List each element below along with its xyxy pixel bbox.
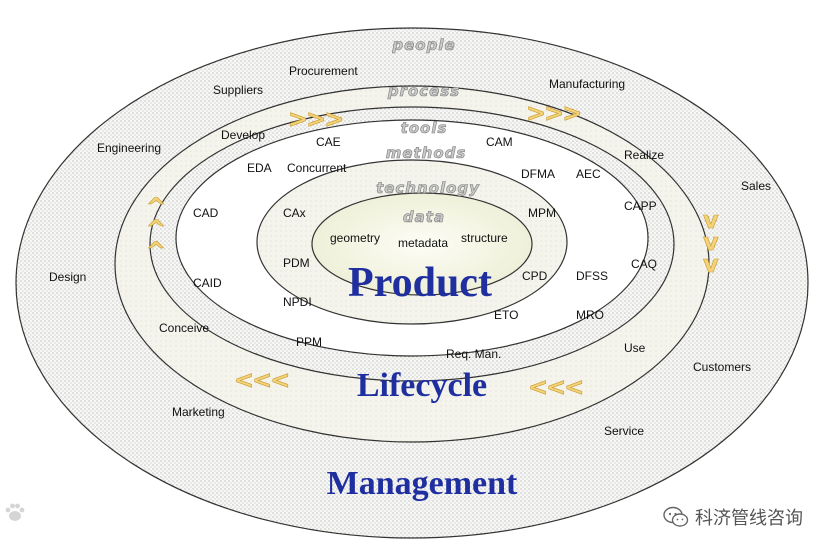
baidu-paw-icon xyxy=(5,503,25,521)
watermark: 科济管线咨询 xyxy=(663,504,803,530)
label-cam: CAM xyxy=(486,135,513,149)
label-caq: CAQ xyxy=(631,257,657,271)
layer-process: process xyxy=(387,82,460,100)
watermark-text: 科济管线咨询 xyxy=(695,508,803,529)
label-cpd: CPD xyxy=(522,269,548,283)
arrow-bottom-left: <<< xyxy=(234,366,288,394)
label-cad: CAD xyxy=(193,206,219,220)
layer-people: people xyxy=(391,36,455,54)
wechat-icon xyxy=(663,506,689,527)
label-dfss: DFSS xyxy=(576,269,608,283)
label-customers: Customers xyxy=(693,360,751,374)
layer-technology: technology xyxy=(376,179,480,197)
label-conceive: Conceive xyxy=(159,321,209,335)
label-metadata: metadata xyxy=(398,236,448,250)
label-cax: CAx xyxy=(283,206,306,220)
label-mpm: MPM xyxy=(528,206,556,220)
label-procurement: Procurement xyxy=(289,64,358,78)
label-ppm: PPM xyxy=(296,335,322,349)
label-engineering: Engineering xyxy=(97,141,161,155)
label-use: Use xyxy=(624,341,646,355)
ring-data xyxy=(311,192,533,296)
layer-tools: tools xyxy=(401,119,448,137)
arrow-left-2: ^ xyxy=(146,215,164,243)
label-eto: ETO xyxy=(494,308,518,322)
arrow-left-1: ^ xyxy=(146,193,164,221)
label-req-man: Req. Man. xyxy=(446,347,501,361)
label-mro: MRO xyxy=(576,308,604,322)
label-eda: EDA xyxy=(247,161,272,175)
label-capp: CAPP xyxy=(624,199,657,213)
arrow-top-left: >>> xyxy=(288,105,342,133)
layer-data: data xyxy=(403,208,445,226)
layer-methods: methods xyxy=(386,144,467,162)
arrow-top-right: >>> xyxy=(526,99,580,127)
label-service: Service xyxy=(604,424,644,438)
title-management: Management xyxy=(327,465,518,502)
label-cae: CAE xyxy=(316,135,341,149)
label-suppliers: Suppliers xyxy=(213,83,263,97)
label-marketing: Marketing xyxy=(172,405,225,419)
label-design: Design xyxy=(49,270,86,284)
arrow-left: ^ ^ ^ xyxy=(146,193,170,265)
label-concurrent: Concurrent xyxy=(287,161,347,175)
label-realize: Realize xyxy=(624,148,664,162)
label-aec: AEC xyxy=(576,167,601,181)
arrow-left-3: ^ xyxy=(146,237,164,265)
label-develop: Develop xyxy=(221,128,265,142)
arrow-right-3: v xyxy=(703,250,719,278)
label-geometry: geometry xyxy=(330,231,380,245)
label-pdm: PDM xyxy=(283,256,310,270)
arrow-right: v v v xyxy=(703,206,723,278)
label-dfma: DFMA xyxy=(521,167,555,181)
arrow-bottom-right: <<< xyxy=(528,373,582,401)
title-product: Product xyxy=(348,260,492,306)
label-sales: Sales xyxy=(741,179,771,193)
label-npdi: NPDI xyxy=(283,295,312,309)
title-lifecycle: Lifecycle xyxy=(357,367,487,404)
label-structure: structure xyxy=(461,231,508,245)
label-manufacturing: Manufacturing xyxy=(549,77,625,91)
label-caid: CAID xyxy=(193,276,222,290)
